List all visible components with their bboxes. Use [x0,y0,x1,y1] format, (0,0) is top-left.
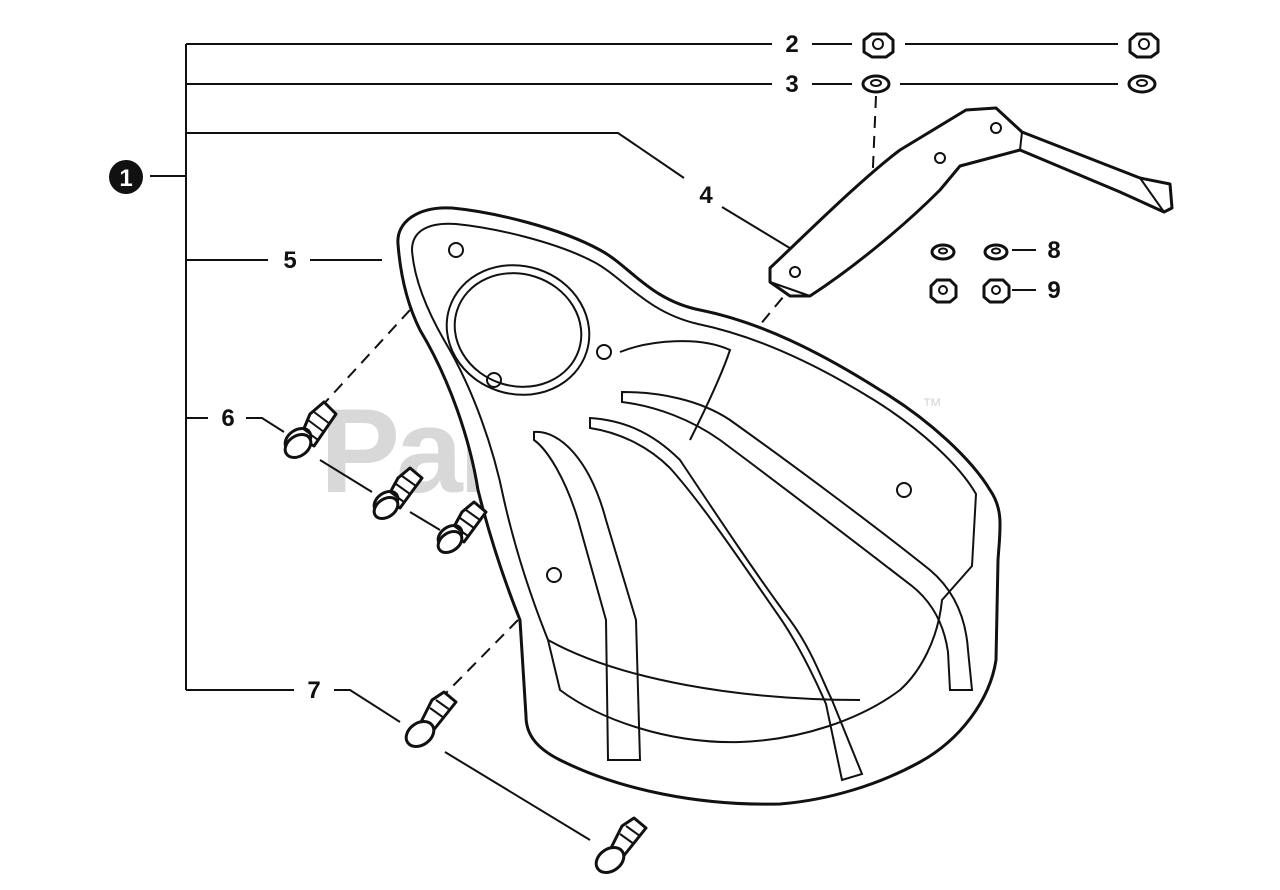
callout-6[interactable]: 6 [221,405,234,432]
callout-4[interactable]: 4 [699,182,713,209]
trademark-symbol: ™ [922,395,942,417]
bracket [768,106,1174,298]
assembly-callout-number: 1 [119,165,132,192]
screw-2 [594,816,648,874]
hex-nut-small-left [929,278,958,304]
screw-with-washer-3 [436,500,488,554]
screw-1 [404,690,458,748]
hex-nut-top-left [862,32,895,59]
washer-top-right [1127,74,1157,94]
washer-small-left [930,243,956,261]
assembly-callout-circle [109,160,143,194]
callout-9[interactable]: 9 [1047,277,1060,304]
callout-2[interactable]: 2 [785,31,798,58]
washer-small-right [983,243,1009,261]
hex-nut-top-right [1128,32,1160,59]
callout-3[interactable]: 3 [785,71,798,98]
washer-top-left [861,74,891,94]
callout-assembly[interactable]: 1 [109,160,143,194]
callout-5[interactable]: 5 [283,247,296,274]
screw-with-washer-1 [283,400,338,459]
hex-nut-small-right [982,278,1011,304]
callout-8[interactable]: 8 [1047,237,1060,264]
callout-7[interactable]: 7 [307,677,320,704]
guard [396,206,1002,806]
screw-with-washer-2 [372,466,424,520]
assembly-tree-lines [150,43,1118,723]
